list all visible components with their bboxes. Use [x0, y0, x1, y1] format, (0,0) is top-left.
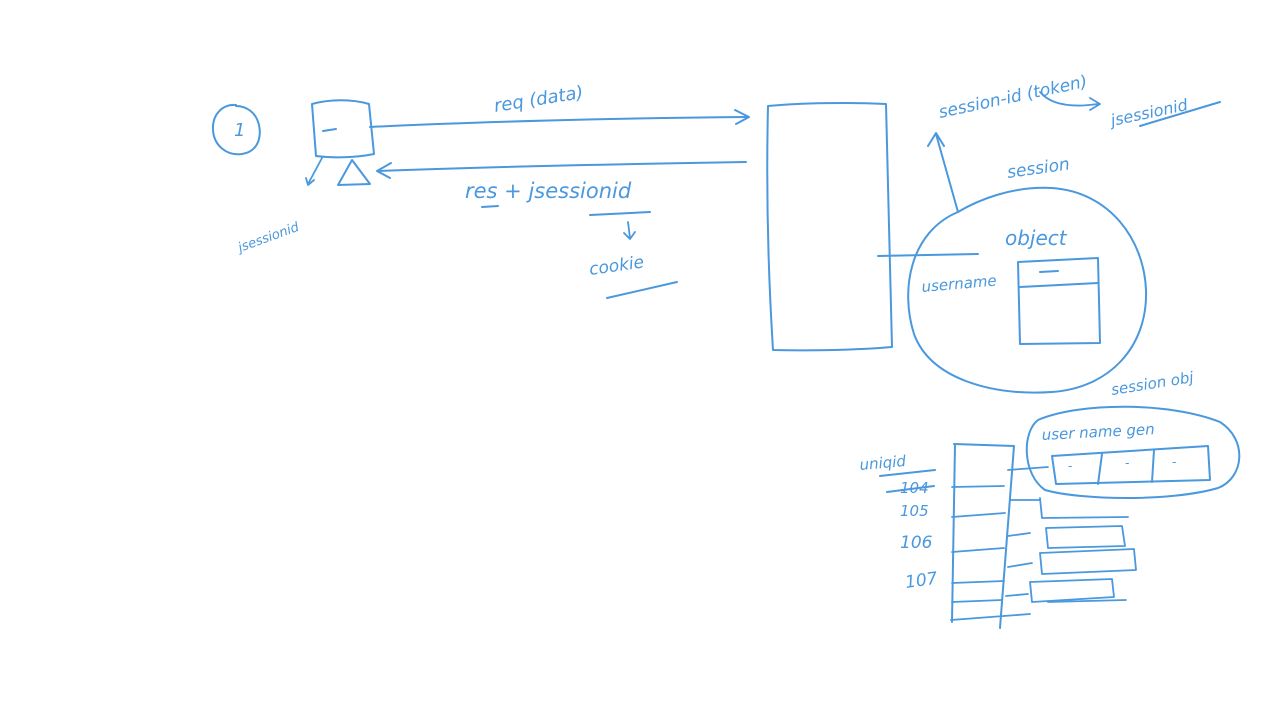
id-105: 105	[900, 502, 929, 520]
unique-id-label: uniqid	[859, 452, 907, 474]
session-object-box-last	[1029, 578, 1115, 603]
session-label: session	[1006, 154, 1071, 183]
response-label: res + jsessionid	[465, 179, 632, 203]
session-obj-label: session obj	[1110, 368, 1196, 399]
step-number-marker: 1	[211, 103, 261, 156]
request-label: req (data)	[492, 82, 584, 117]
request-arrow	[369, 109, 750, 128]
response-arrow	[376, 161, 747, 179]
jsessionid-note-label: jsessionid	[1107, 95, 1190, 130]
session-object-circle: session object username	[907, 132, 1148, 394]
session-object-box-107	[1039, 548, 1137, 575]
pointer-to-session-object	[1007, 466, 1049, 471]
cookie-label: cookie	[588, 252, 645, 279]
step-number: 1	[234, 120, 245, 141]
session-token-label: session-id (token)	[937, 72, 1089, 123]
server-box	[766, 101, 893, 352]
client-computer-icon	[305, 99, 375, 186]
id-106: 106	[900, 533, 933, 553]
id-107: 107	[904, 569, 939, 593]
session-fields-label: user name gen	[1041, 420, 1155, 444]
session-object-box-106	[1045, 525, 1126, 549]
session-object-box-105	[1039, 497, 1129, 519]
username-label: username	[921, 271, 998, 295]
field-mark-1: -	[1068, 459, 1072, 473]
field-mark-2: -	[1125, 456, 1129, 470]
id-104: 104	[900, 479, 929, 497]
client-session-label: jsessionid	[234, 220, 301, 257]
session-fields-group: user name gen - - -	[1025, 405, 1241, 499]
unique-id-table: uniqid 104 105 106 107	[859, 443, 1031, 629]
object-label: object	[1005, 226, 1068, 250]
field-mark-3: -	[1172, 455, 1176, 469]
